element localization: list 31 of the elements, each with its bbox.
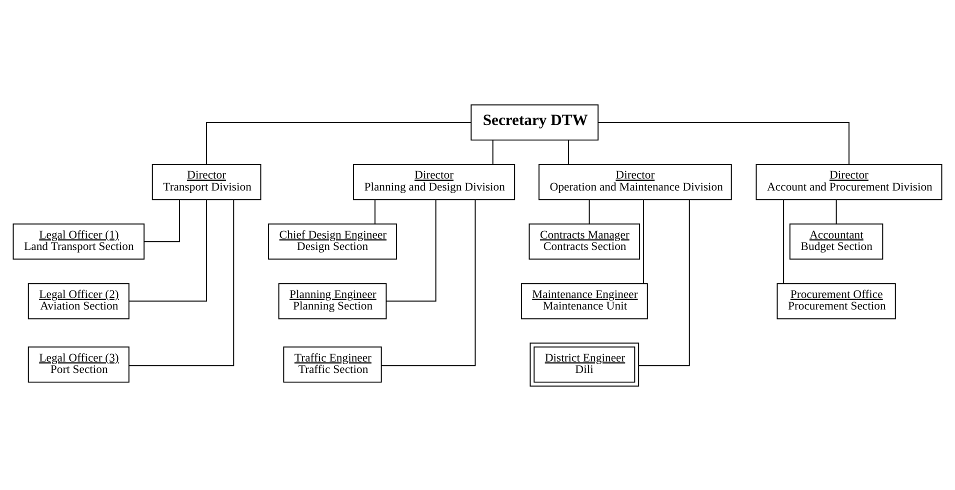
connector (568, 139, 570, 164)
connector (144, 198, 180, 242)
connector (598, 122, 850, 164)
connector (381, 198, 476, 366)
node-box: Maintenance Engineer Maintenance Unit (520, 282, 648, 319)
connector (836, 198, 837, 224)
connector (638, 198, 690, 366)
node-box: Director Account and Procurement Division (756, 163, 942, 200)
node-box: Chief Design Engineer Design Section (268, 223, 397, 260)
node-box: Legal Officer (1) Land Transport Section (12, 223, 145, 260)
connector (643, 198, 644, 284)
connector (386, 198, 436, 302)
connector (206, 122, 472, 164)
connector (128, 198, 234, 366)
connector (492, 139, 494, 164)
node-box: Director Operation and Maintenance Division (538, 163, 732, 200)
node-box: Procurement Office Procurement Section (776, 282, 896, 319)
connector (128, 198, 208, 302)
node-box: Planning Engineer Planning Section (278, 282, 387, 319)
node-box: Accountant Budget Section (789, 223, 884, 260)
node-box: Traffic Engineer Traffic Section (283, 346, 382, 382)
node-box: Contracts Manager Contracts Section (528, 223, 640, 260)
node-box: Secretary DTW (470, 104, 599, 140)
node-box: Director Planning and Design Division (353, 163, 516, 200)
connector (783, 198, 784, 284)
node-box: Director Transport Division (152, 163, 262, 200)
node-box: District Engineer Dili (530, 342, 640, 386)
connector (588, 198, 590, 224)
connector (374, 198, 376, 224)
node-box: Legal Officer (3) Port Section (28, 346, 130, 382)
node-box: Legal Officer (2) Aviation Section (28, 282, 130, 319)
